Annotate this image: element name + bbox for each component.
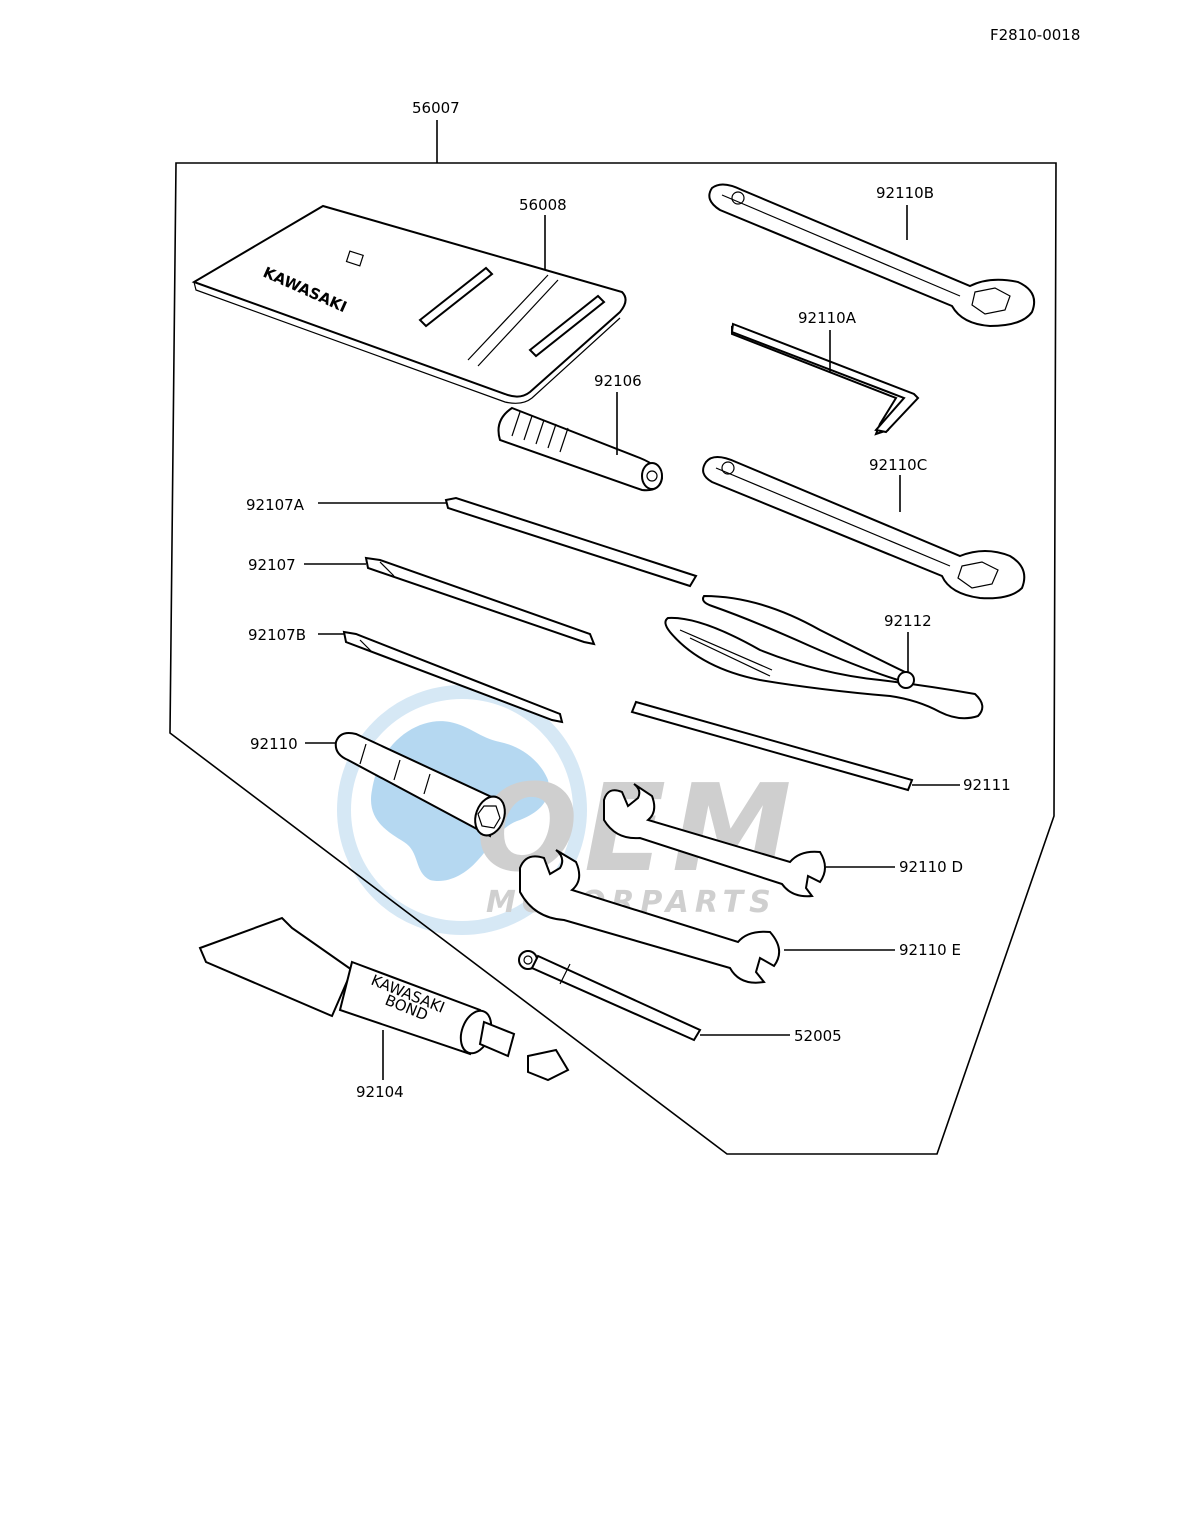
watermark-ring (337, 685, 587, 935)
bond-tube-92104: KAWASAKI BOND (198, 916, 570, 1082)
label-56008: 56008 (519, 196, 567, 214)
label-92112: 92112 (884, 612, 932, 630)
ring-wrench-92110c (702, 456, 1026, 600)
rod-92111 (630, 700, 960, 792)
kit-outline (169, 162, 1057, 1155)
open-wrench-92110e (519, 849, 895, 984)
label-92111: 92111 (963, 776, 1011, 794)
driver-92107b (318, 630, 564, 724)
label-92110e: 92110 E (899, 941, 961, 959)
hex-key-92110a (730, 322, 920, 436)
label-92106: 92106 (594, 372, 642, 390)
open-wrench-92110d (603, 783, 895, 898)
label-92110c: 92110C (869, 456, 927, 474)
label-92110d: 92110 D (899, 858, 963, 876)
pliers-92112 (664, 594, 984, 720)
driver-92107 (304, 556, 596, 646)
handle-92106 (497, 392, 664, 492)
diagram-id: F2810-0018 (990, 26, 1080, 44)
tool-bag: KAWASAKI (191, 204, 627, 404)
label-92110b: 92110B (876, 184, 934, 202)
driver-92107a (318, 496, 698, 588)
label-92107b: 92107B (248, 626, 306, 644)
label-52005: 52005 (794, 1027, 842, 1045)
socket-wrench-92110 (305, 732, 506, 838)
label-92104: 92104 (356, 1083, 404, 1101)
label-92110a: 92110A (798, 309, 857, 327)
label-56007: 56007 (412, 99, 460, 117)
label-92110: 92110 (250, 735, 298, 753)
ring-wrench-92110b (708, 183, 1036, 328)
tool-52005 (518, 950, 790, 1042)
label-92107a: 92107A (246, 496, 305, 514)
label-92107: 92107 (248, 556, 296, 574)
